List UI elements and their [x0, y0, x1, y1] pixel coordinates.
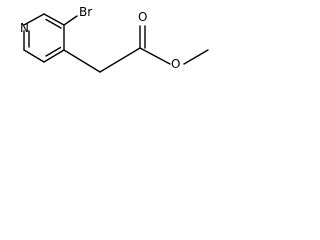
bond-ch2-carbonyl — [99, 47, 141, 73]
atom-label-bromine: Br — [79, 5, 92, 19]
bond-ester-o-methyl — [183, 49, 209, 65]
atom-label-ester-oxygen: O — [171, 57, 180, 71]
bond-c2-c3-inner — [45, 18, 62, 29]
bond-carbonyl-ester-o — [139, 47, 171, 65]
bond-c4-ch2 — [63, 49, 101, 73]
bond-c4-c5 — [43, 49, 65, 63]
chemical-structure-diagram: N Br O O — [20, 5, 209, 73]
atom-label-nitrogen: N — [20, 21, 29, 35]
bond-c4-c5-inner — [45, 46, 62, 57]
bond-n-c2 — [23, 13, 45, 26]
structure-canvas: N Br O O — [0, 0, 220, 98]
bond-c5-c6 — [23, 49, 45, 63]
bond-c3-br — [63, 15, 78, 26]
atom-label-carbonyl-oxygen: O — [138, 10, 147, 24]
pyridine-ring — [23, 13, 65, 63]
bond-c2-c3 — [43, 13, 65, 26]
